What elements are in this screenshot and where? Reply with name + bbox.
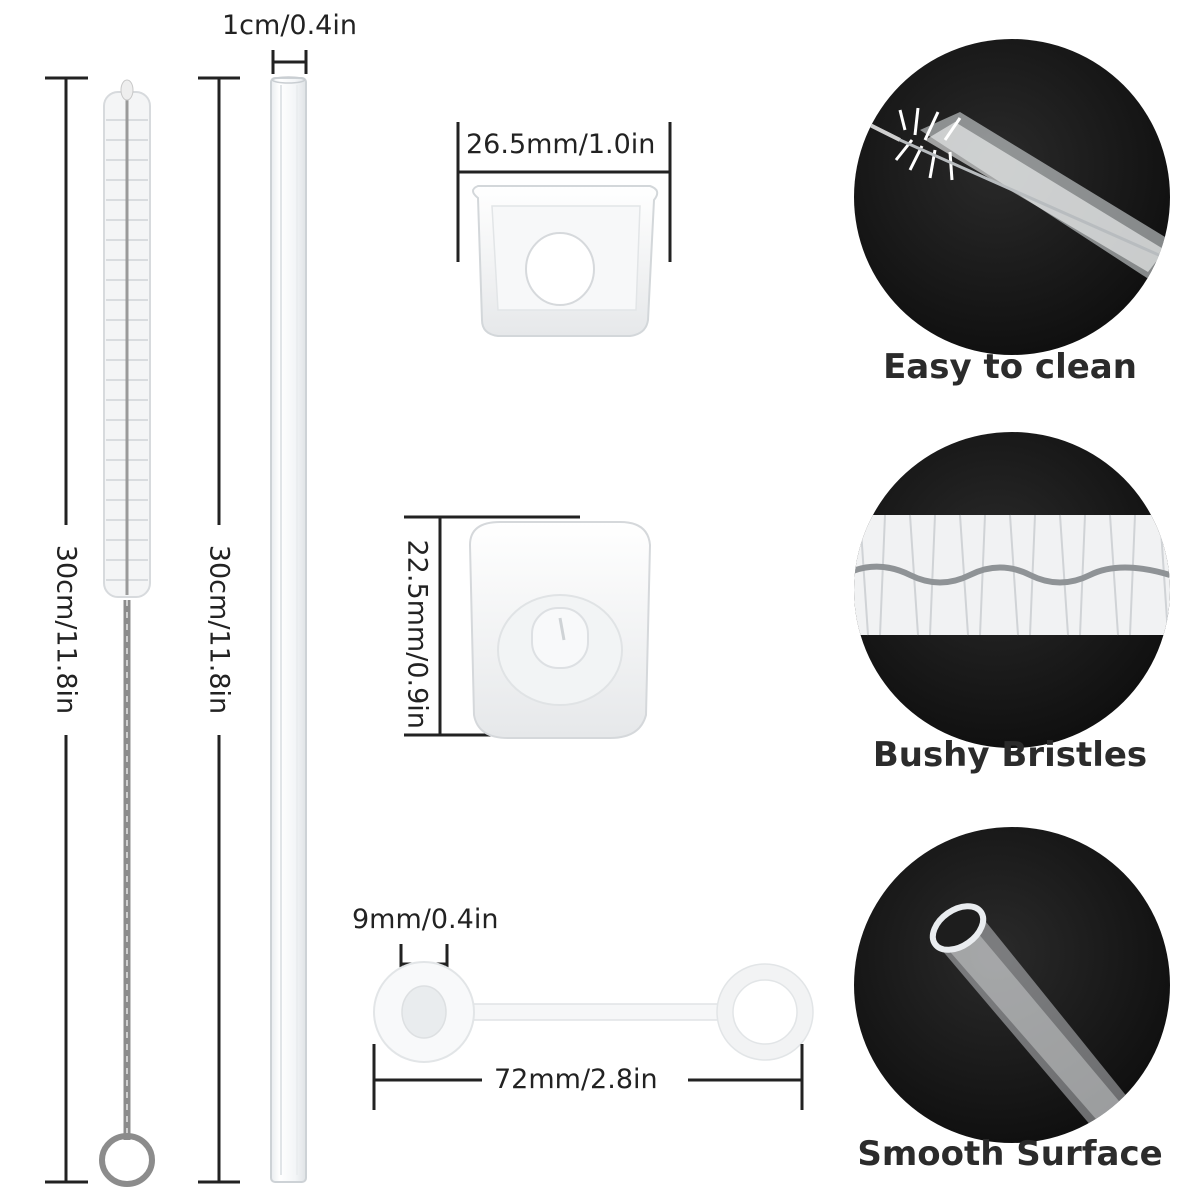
cap-height-label: 22.5mm/0.9in — [401, 539, 433, 729]
cap-width-dimension — [456, 122, 672, 262]
feature-image-bushy-bristles — [854, 432, 1170, 748]
straw-length-dimension — [198, 76, 240, 1184]
brush-length-dimension — [45, 76, 88, 1184]
brush-length-label: 30cm/11.8in — [50, 544, 82, 715]
straw-diameter-label: 1cm/0.4in — [222, 10, 357, 41]
straw-diameter-dimension — [271, 50, 308, 74]
silicone-stopper — [373, 961, 814, 1063]
stopper-length-label: 72mm/2.8in — [494, 1064, 658, 1095]
cap-width-label: 26.5mm/1.0in — [466, 129, 656, 160]
cleaning-brush — [99, 79, 155, 1187]
feature-image-smooth-surface — [854, 827, 1170, 1143]
bottom-silicone-cap — [468, 521, 652, 739]
straw-length-label: 30cm/11.8in — [203, 544, 235, 715]
feature-label-smooth-surface: Smooth Surface — [857, 1134, 1163, 1174]
glass-straw — [270, 76, 307, 1183]
stopper-length-dimension — [372, 1044, 804, 1110]
feature-image-easy-to-clean — [854, 39, 1170, 355]
stopper-diameter-label: 9mm/0.4in — [352, 904, 499, 935]
feature-label-easy-to-clean: Easy to clean — [883, 347, 1137, 387]
top-silicone-cap — [472, 185, 659, 337]
feature-label-bushy-bristles: Bushy Bristles — [872, 735, 1148, 775]
